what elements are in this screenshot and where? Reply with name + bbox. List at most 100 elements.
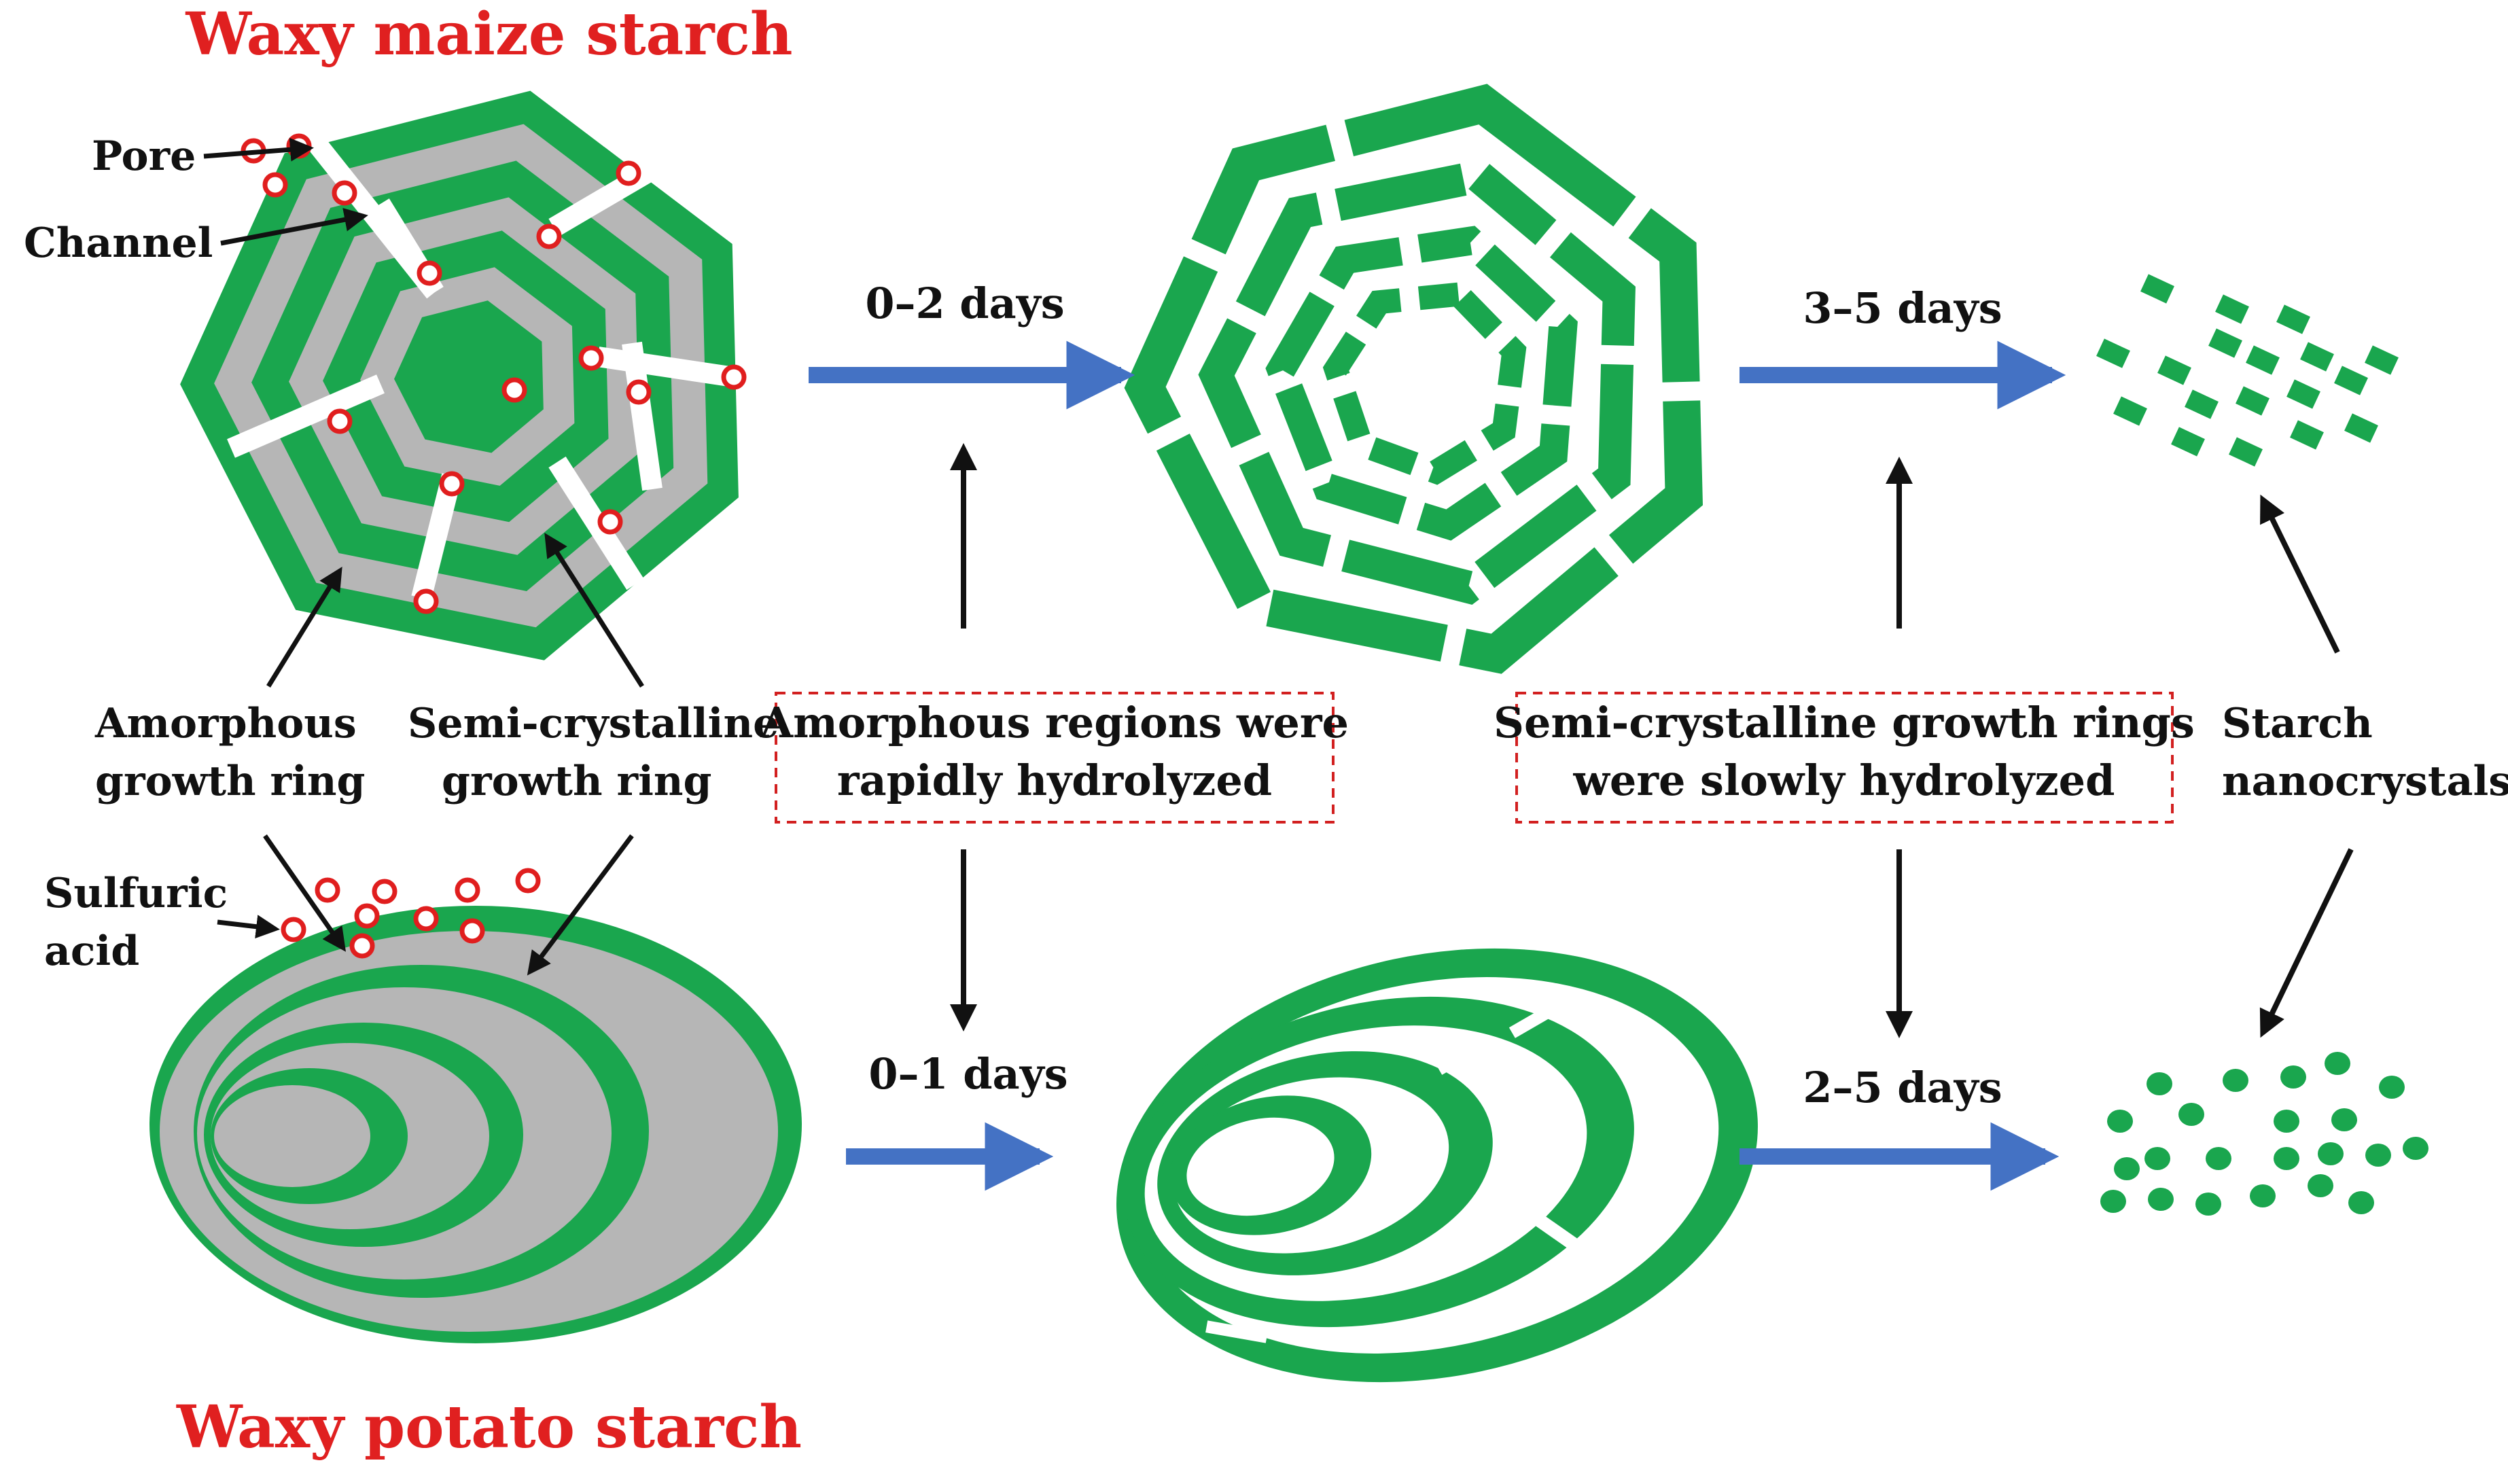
- pore-circle: [626, 379, 652, 405]
- pore-circle: [262, 172, 288, 198]
- platelet-nanocrystal: [2344, 413, 2378, 443]
- round-nanocrystal: [2379, 1076, 2405, 1099]
- round-nanocrystal: [2206, 1147, 2231, 1170]
- platelet-nanocrystal: [2185, 389, 2219, 419]
- sulfuric-pointer: [217, 915, 280, 939]
- maize-channel: [411, 473, 462, 601]
- semicrystalline-box-line2: were slowly hydrolyzed: [1573, 756, 2115, 805]
- sulfuric-acid-dots: [281, 868, 541, 959]
- platelet-nanocrystal: [2365, 345, 2399, 375]
- platelet-nanocrystal: [2157, 355, 2191, 385]
- round-nanocrystal: [2403, 1137, 2428, 1160]
- amorphous-label-line2: growth ring: [95, 758, 365, 805]
- round-nanocrystal: [2107, 1110, 2133, 1133]
- stage-label-potato-second: 2–5 days: [1803, 1063, 2002, 1112]
- maize-channel: [227, 374, 385, 458]
- maize-hydrolyzed-granule: [1124, 84, 1703, 674]
- potato-starch-granule: [149, 906, 802, 1343]
- round-nanocrystal: [2144, 1147, 2170, 1170]
- stage-label-potato-first: 0–1 days: [868, 1049, 1067, 1099]
- round-nanocrystal: [2308, 1174, 2333, 1197]
- semicrystalline-label-line1: Semi-crystalline: [408, 700, 779, 747]
- acid-dot: [349, 933, 375, 959]
- hydrolyzed-crack: [1508, 1000, 1563, 1038]
- semicrystalline-label-line2: growth ring: [442, 758, 711, 805]
- maize-title: Waxy maize starch: [186, 0, 793, 69]
- channel-label: Channel: [24, 219, 213, 267]
- amorphous-label-line1: Amorphous: [94, 700, 357, 747]
- hydrolyzed-crack: [1534, 1213, 1592, 1260]
- maize-channel: [548, 456, 644, 590]
- hydrolyzed-ring-fragment: [1124, 84, 1703, 674]
- round-nanocrystal: [2331, 1108, 2357, 1131]
- acid-dot: [413, 906, 439, 932]
- platelet-nanocrystal: [2236, 386, 2269, 416]
- platelet-nanocrystal: [2300, 342, 2334, 372]
- potato-nanocrystals: [2100, 1052, 2428, 1216]
- starch-label-line2: nanocrystals: [2222, 758, 2508, 805]
- round-nanocrystal: [2280, 1065, 2306, 1089]
- semicrystalline-pointer-up: [544, 533, 644, 688]
- acid-dot: [459, 918, 485, 944]
- pore-circle: [578, 345, 604, 371]
- acid-dot: [515, 868, 541, 894]
- maize-ring: [394, 300, 544, 453]
- maize-channel: [596, 347, 736, 387]
- pore-circle: [721, 364, 747, 390]
- acid-dot: [281, 917, 306, 942]
- amorphous-hydrolysis-box: [775, 692, 1335, 824]
- semicrystalline-box-line1: Semi-crystalline growth rings: [1494, 698, 2195, 747]
- round-nanocrystal: [2274, 1147, 2299, 1170]
- round-nanocrystal: [2250, 1184, 2276, 1207]
- platelet-nanocrystal: [2286, 379, 2320, 409]
- sulfuric-label-line2: acid: [44, 928, 139, 975]
- starch-label-line1: Starch: [2222, 700, 2373, 747]
- platelet-nanocrystal: [2096, 338, 2130, 368]
- maize-nanocrystals: [2096, 274, 2399, 467]
- amorphous-box-line1: Amorphous regions were: [760, 698, 1349, 747]
- pore-circle: [327, 408, 353, 434]
- hydrolyzed-crack: [1428, 1045, 1453, 1075]
- arrow-to-maize-nanocrystals: [2260, 494, 2340, 654]
- pore-circle: [332, 180, 357, 206]
- round-nanocrystal: [2365, 1144, 2391, 1167]
- pore-pointer: [203, 137, 314, 162]
- round-nanocrystal: [2147, 1072, 2172, 1095]
- pore-circle: [413, 588, 439, 614]
- platelet-nanocrystal: [2215, 294, 2249, 324]
- round-nanocrystal: [2318, 1142, 2344, 1165]
- sulfuric-label-line1: Sulfuric: [44, 870, 228, 917]
- round-nanocrystal: [2148, 1188, 2174, 1211]
- hydrolyzed-inner-ring: [1186, 1117, 1335, 1216]
- amorphous-box-line2: rapidly hydrolyzed: [837, 756, 1272, 805]
- round-nanocrystal: [2274, 1110, 2299, 1133]
- round-nanocrystal: [2348, 1191, 2374, 1214]
- round-nanocrystal: [2114, 1157, 2140, 1180]
- pore-circle: [439, 471, 465, 497]
- platelet-nanocrystal: [2140, 274, 2174, 304]
- pore-circle: [597, 509, 623, 535]
- maize-channel: [622, 341, 663, 491]
- semicrystalline-pointer-down: [527, 834, 634, 976]
- stage-label-maize-second: 3–5 days: [1803, 283, 2002, 333]
- round-nanocrystal: [2100, 1190, 2126, 1213]
- hydrolyzed-ring-fragment: [1265, 226, 1578, 541]
- acid-dot: [315, 877, 340, 903]
- platelet-nanocrystal: [2208, 328, 2242, 358]
- acid-dot: [455, 877, 480, 903]
- potato-hydrolyzed-granule: [1116, 948, 1758, 1383]
- round-nanocrystal: [2325, 1052, 2350, 1075]
- hydrolyzed-ring-fragment: [1198, 158, 1636, 605]
- pore-circle: [417, 260, 442, 286]
- round-nanocrystal: [2223, 1069, 2248, 1092]
- amorphous-pointer-up: [266, 567, 342, 688]
- acid-dot: [372, 879, 398, 904]
- pore-circle: [616, 160, 641, 186]
- acid-dot: [354, 903, 380, 929]
- channel-pointer: [220, 208, 368, 246]
- potato-title: Waxy potato starch: [176, 1393, 802, 1462]
- potato-ring: [214, 1085, 370, 1187]
- semicrystalline-hydrolysis-box: [1515, 692, 2174, 824]
- round-nanocrystal: [2178, 1103, 2204, 1126]
